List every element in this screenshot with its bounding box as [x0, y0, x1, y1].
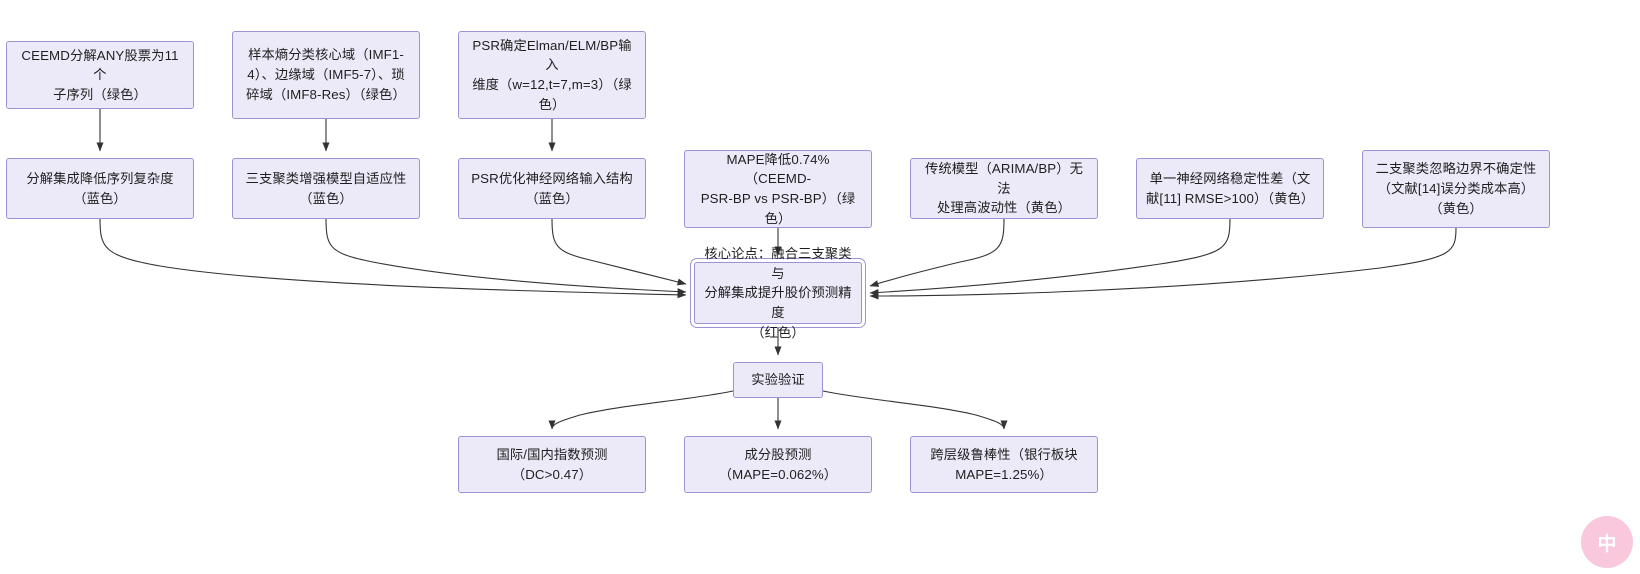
- flow-node-label: 核心论点：融合三支聚类与 分解集成提升股价预测精度 （红色）: [704, 245, 852, 340]
- flow-node-label: 二支聚类忽略边界不确定性 （文献[14]误分类成本高） （黄色）: [1375, 161, 1537, 216]
- edge-n9-to-core: [869, 218, 1231, 296]
- flow-node-n5[interactable]: 三支聚类增强模型自适应性 （蓝色）: [232, 158, 420, 219]
- edge-n5-to-core: [325, 218, 687, 296]
- flow-node-label: PSR优化神经网络输入结构 （蓝色）: [471, 170, 633, 206]
- edge-n4-to-core: [99, 218, 687, 299]
- edge-exp-to-r1: [548, 390, 734, 430]
- flow-node-r1[interactable]: 国际/国内指数预测 （DC>0.47）: [458, 436, 646, 493]
- flow-node-n1[interactable]: CEEMD分解ANY股票为11个 子序列（绿色）: [6, 41, 194, 109]
- watermark-badge: 中: [1581, 516, 1633, 568]
- flow-node-label: 实验验证: [751, 372, 805, 388]
- flow-node-label: 成分股预测 （MAPE=0.062%）: [718, 446, 838, 482]
- flow-node-label: 跨层级鲁棒性（银行板块 MAPE=1.25%）: [930, 446, 1078, 482]
- flow-node-label: 传统模型（ARIMA/BP）无法 处理高波动性（黄色）: [924, 161, 1084, 216]
- flow-node-n7[interactable]: MAPE降低0.74%（CEEMD- PSR-BP vs PSR-BP）（绿 色…: [684, 150, 872, 228]
- flow-node-label: PSR确定Elman/ELM/BP输入 维度（w=12,t=7,m=3）（绿 色…: [472, 37, 632, 112]
- edge-n8-to-core: [869, 218, 1005, 287]
- flow-node-n9[interactable]: 单一神经网络稳定性差（文 献[11] RMSE>100）（黄色）: [1136, 158, 1324, 219]
- flow-node-n2[interactable]: 样本熵分类核心域（IMF1- 4）、边缘域（IMF5-7）、琐 碎域（IMF8-…: [232, 31, 420, 119]
- edge-n6-to-core: [551, 218, 687, 286]
- flow-node-r2[interactable]: 成分股预测 （MAPE=0.062%）: [684, 436, 872, 493]
- edge-n10-to-core: [869, 227, 1457, 300]
- flow-node-core[interactable]: 核心论点：融合三支聚类与 分解集成提升股价预测精度 （红色）: [694, 246, 862, 340]
- flow-node-label: 单一神经网络稳定性差（文 献[11] RMSE>100）（黄色）: [1146, 170, 1315, 206]
- flow-node-label: 分解集成降低序列复杂度 （蓝色）: [26, 170, 174, 206]
- flow-node-label: 三支聚类增强模型自适应性 （蓝色）: [245, 170, 407, 206]
- flow-node-n3[interactable]: PSR确定Elman/ELM/BP输入 维度（w=12,t=7,m=3）（绿 色…: [458, 31, 646, 119]
- flow-node-exp[interactable]: 实验验证: [733, 362, 823, 398]
- flow-node-n10[interactable]: 二支聚类忽略边界不确定性 （文献[14]误分类成本高） （黄色）: [1362, 150, 1550, 228]
- flow-node-label: MAPE降低0.74%（CEEMD- PSR-BP vs PSR-BP）（绿 色…: [700, 151, 856, 226]
- flow-node-n6[interactable]: PSR优化神经网络输入结构 （蓝色）: [458, 158, 646, 219]
- flow-node-n8[interactable]: 传统模型（ARIMA/BP）无法 处理高波动性（黄色）: [910, 158, 1098, 219]
- watermark-text: 中: [1597, 533, 1617, 555]
- flow-node-n4[interactable]: 分解集成降低序列复杂度 （蓝色）: [6, 158, 194, 219]
- flow-node-label: 国际/国内指数预测 （DC>0.47）: [496, 446, 608, 482]
- edge-exp-to-r3: [822, 390, 1008, 430]
- flow-node-label: CEEMD分解ANY股票为11个 子序列（绿色）: [21, 47, 179, 102]
- flow-node-r3[interactable]: 跨层级鲁棒性（银行板块 MAPE=1.25%）: [910, 436, 1098, 493]
- flow-node-label: 样本熵分类核心域（IMF1- 4）、边缘域（IMF5-7）、琐 碎域（IMF8-…: [246, 47, 406, 102]
